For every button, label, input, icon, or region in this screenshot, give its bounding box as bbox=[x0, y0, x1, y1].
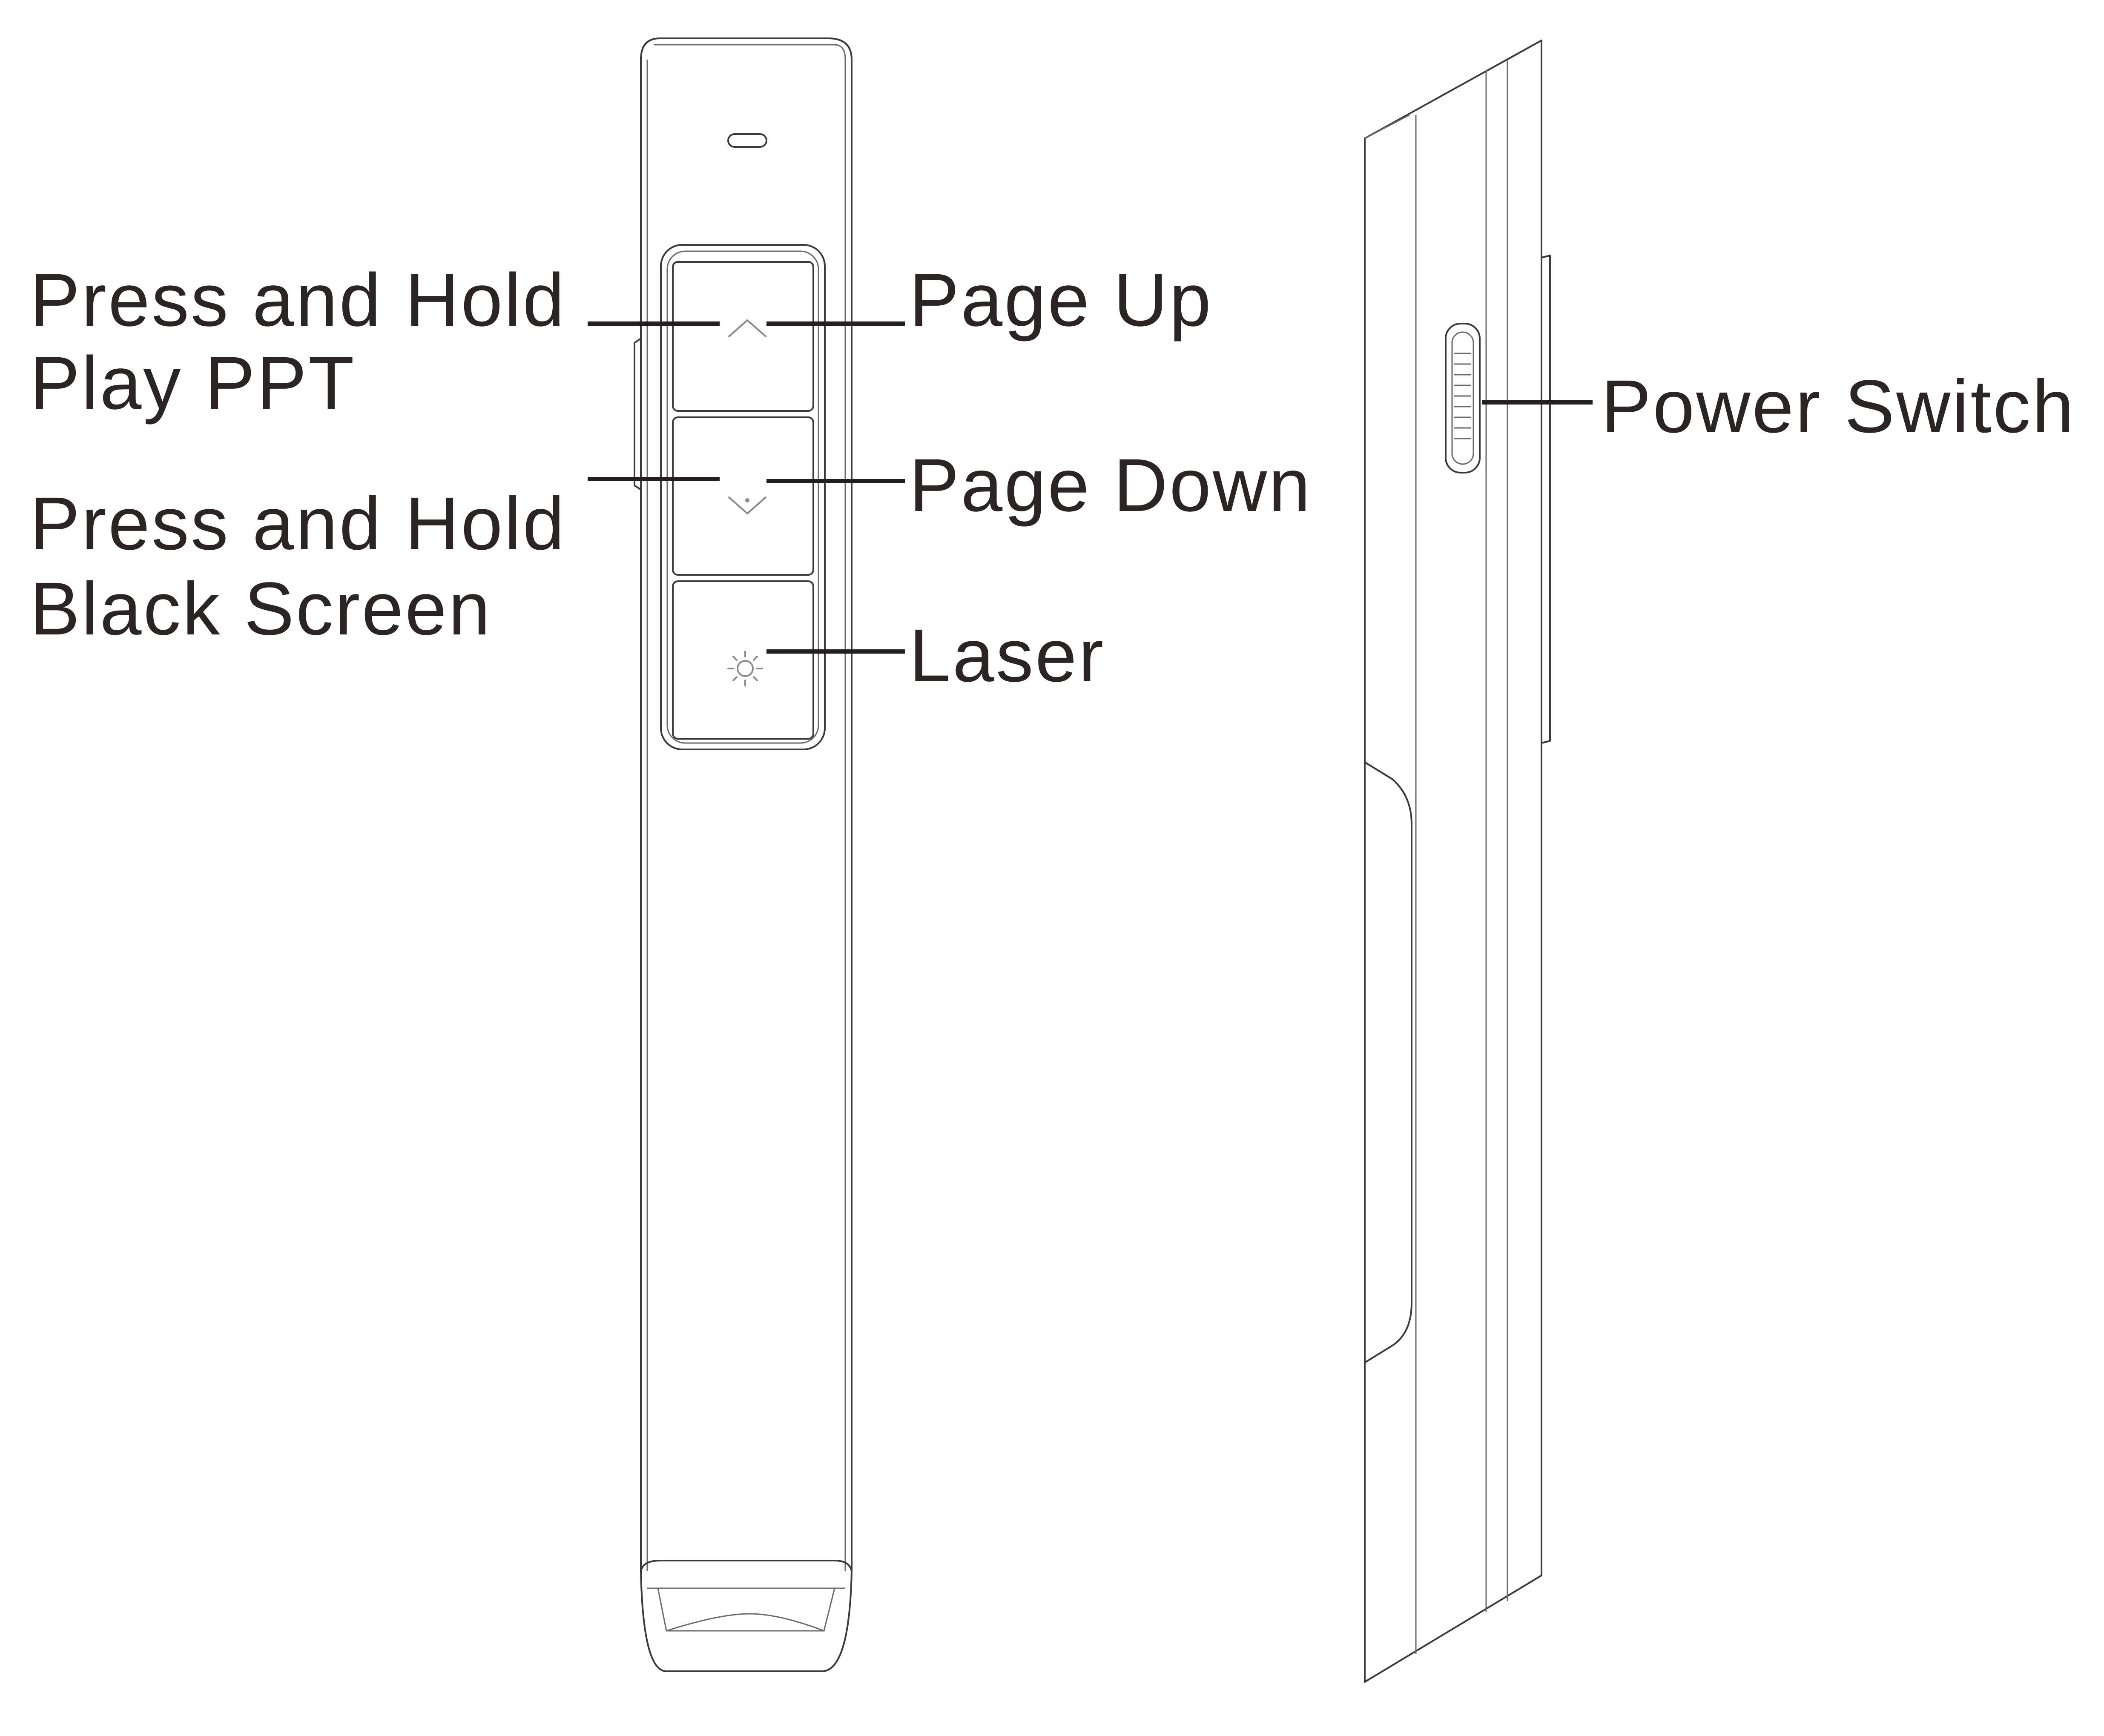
power-switch-slider bbox=[1451, 331, 1474, 465]
label-power-switch: Power Switch bbox=[1601, 365, 2075, 448]
label-page-up: Page Up bbox=[909, 258, 1213, 342]
button-panel bbox=[660, 244, 826, 750]
presenter-side-view bbox=[1364, 40, 1551, 1683]
cap-top-edge bbox=[640, 1560, 853, 1572]
side-rocker bbox=[634, 338, 642, 491]
down-dot-icon bbox=[745, 498, 749, 502]
label-play-ppt-line2: Play PPT bbox=[30, 341, 356, 425]
label-laser: Laser bbox=[909, 614, 1105, 697]
status-led bbox=[727, 133, 767, 148]
label-black-screen-line1: Press and Hold bbox=[30, 482, 566, 565]
sun-icon bbox=[727, 651, 763, 686]
front-body-inner bbox=[654, 44, 846, 1571]
side-body-outline bbox=[1364, 40, 1542, 1683]
front-body-outline bbox=[640, 37, 853, 1672]
power-switch[interactable] bbox=[1445, 323, 1481, 473]
power-switch-housing bbox=[1445, 323, 1481, 473]
cap-arc bbox=[666, 1613, 824, 1632]
chevron-up-icon bbox=[728, 319, 766, 337]
button-panel-outline bbox=[660, 244, 826, 750]
label-play-ppt-line1: Press and Hold bbox=[30, 258, 566, 342]
cap-slot bbox=[657, 1588, 835, 1632]
label-black-screen-line2: Black Screen bbox=[30, 567, 492, 651]
page-down-button[interactable] bbox=[672, 416, 814, 576]
laser-button[interactable] bbox=[672, 580, 814, 740]
side-clip bbox=[1364, 761, 1412, 1363]
label-page-down: Page Down bbox=[909, 444, 1312, 527]
side-button-ridge bbox=[1541, 255, 1551, 744]
button-panel-inner bbox=[666, 250, 819, 744]
presenter-front-view bbox=[634, 37, 853, 1672]
page-up-button[interactable] bbox=[672, 261, 814, 412]
chevron-down-icon bbox=[728, 496, 766, 515]
bottom-cap bbox=[640, 1560, 853, 1632]
side-top-bevel bbox=[1364, 114, 1410, 139]
